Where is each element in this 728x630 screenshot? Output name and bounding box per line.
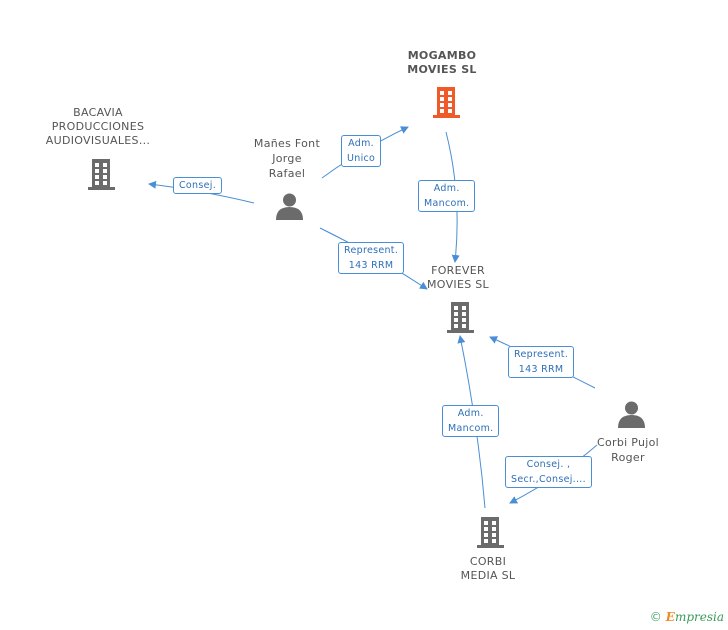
edge-label-line: Adm. [348, 138, 374, 149]
label-line: BACAVIA [73, 106, 123, 119]
company-building-icon[interactable] [430, 85, 463, 119]
edge-label-line: Adm. [457, 408, 484, 419]
company-building-icon[interactable] [85, 157, 118, 191]
edge-label-line: Unico [347, 153, 376, 164]
edge-label-consej-secr[interactable]: Consej. , Secr.,Consej.... [505, 456, 592, 488]
edge-label-line: Secr.,Consej.... [511, 474, 586, 485]
edge-label-line: 143 RRM [348, 260, 394, 271]
label-line: CORBI [469, 555, 507, 568]
edge-label-line: Consej. , [526, 459, 571, 470]
label-line: MOVIES SL [427, 278, 489, 291]
label-line: Rafael [268, 167, 306, 180]
node-label-corbi-media[interactable]: CORBI MEDIA SL [438, 555, 538, 583]
label-line: Roger [611, 451, 645, 464]
person-icon[interactable] [617, 400, 646, 428]
brand-initial: E [665, 610, 675, 624]
brand-name: mpresia [674, 610, 724, 624]
node-label-forever[interactable]: FOREVER MOVIES SL [408, 264, 508, 292]
copyright-icon: © [649, 610, 662, 624]
edge-label-line: Mancom. [448, 423, 494, 434]
label-line: PRODUCCIONES [51, 120, 145, 133]
edge-label-line: 143 RRM [518, 364, 564, 375]
person-icon[interactable] [275, 192, 304, 220]
label-line: MOGAMBO [407, 49, 477, 62]
edge-label-adm-mancom[interactable]: Adm. Mancom. [418, 180, 476, 212]
edge-label-line: Adm. [433, 183, 460, 194]
node-label-bacavia[interactable]: BACAVIA PRODUCCIONES AUDIOVISUALES... [38, 106, 158, 148]
label-line: MEDIA SL [460, 569, 516, 582]
node-label-corbi-pujol[interactable]: Corbi Pujol Roger [578, 435, 678, 465]
label-line: Mañes Font [253, 137, 321, 150]
label-line: Corbi Pujol [596, 436, 660, 449]
edge-label-consej[interactable]: Consej. [173, 177, 223, 194]
label-line: AUDIOVISUALES... [45, 134, 151, 147]
brand-footer[interactable]: ©Empresia [650, 610, 724, 624]
edge-label-line: Consej. [179, 180, 217, 191]
edge-label-line: Represent. [514, 349, 569, 360]
label-line: FOREVER [431, 264, 485, 277]
label-line: Jorge [272, 152, 302, 165]
label-line: MOVIES SL [407, 63, 477, 76]
edge-label-represent[interactable]: Represent. 143 RRM [338, 242, 405, 274]
company-building-icon[interactable] [474, 515, 507, 549]
edge-label-adm-unico[interactable]: Adm. Unico [341, 135, 382, 167]
node-label-manes[interactable]: Mañes Font Jorge Rafael [237, 136, 337, 181]
company-building-icon[interactable] [444, 300, 477, 334]
edge-label-line: Represent. [344, 245, 399, 256]
edge-label-represent[interactable]: Represent. 143 RRM [508, 346, 575, 378]
node-label-mogambo[interactable]: MOGAMBO MOVIES SL [392, 49, 492, 77]
edge-label-adm-mancom[interactable]: Adm. Mancom. [442, 405, 500, 437]
edge-label-line: Mancom. [424, 198, 470, 209]
